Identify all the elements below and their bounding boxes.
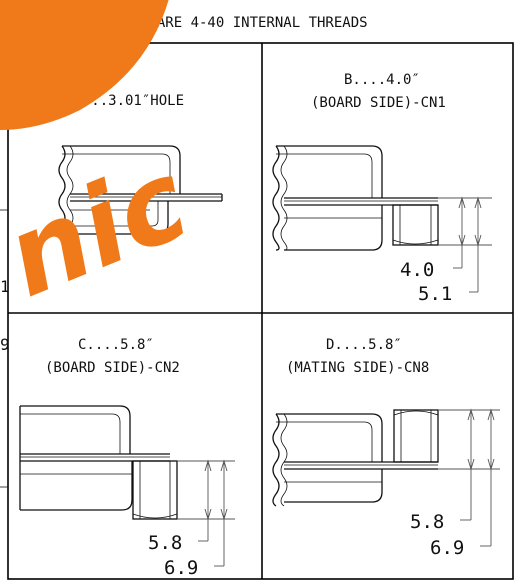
panel-c-dimension-lines [177, 459, 235, 567]
panel-b-dim-inner: 4.0 [400, 259, 434, 281]
panel-b-caption-line2: (BOARD SIDE)-CN1 [311, 95, 446, 111]
panel-c-caption-line2: (BOARD SIDE)-CN2 [45, 360, 180, 376]
panel-d-dimension-lines [438, 408, 500, 547]
panel-b-dimension-lines [438, 196, 492, 293]
panel-b-dim-outer: 5.1 [418, 283, 452, 305]
left-edge-fragment-1: 1 [0, 277, 10, 296]
left-edge-fragment-2: 9 [0, 335, 10, 354]
watermark: nic [0, 0, 205, 322]
panel-c-dim-inner: 5.8 [148, 532, 182, 554]
panel-d-dim-outer: 6.9 [430, 537, 464, 559]
panel-c-dim-outer: 6.9 [164, 557, 198, 579]
panel-d-caption-line2: (MATING SIDE)-CN8 [286, 360, 429, 376]
drawing-frame [7, 42, 514, 580]
panel-c: C....5.8″ (BOARD SIDE)-CN2 [19, 337, 235, 579]
watermark-arc [0, 0, 169, 130]
watermark-text: nic [0, 135, 205, 322]
panel-c-part-drawing [19, 405, 178, 520]
panel-a-part-drawing [58, 145, 223, 239]
panel-b-part-drawing [272, 145, 439, 251]
panel-d-part-drawing [272, 409, 439, 507]
panel-c-caption-line1: C....5.8″ [78, 337, 154, 353]
panel-d-caption-line1: D....5.8″ [326, 337, 402, 353]
panel-d-dim-inner: 5.8 [410, 511, 444, 533]
panel-d: D....5.8″ (MATING SIDE)-CN8 [272, 337, 500, 559]
panel-b-caption-line1: B....4.0″ [344, 72, 420, 88]
panel-b: B....4.0″ (BOARD SIDE)-CN1 [272, 72, 492, 305]
